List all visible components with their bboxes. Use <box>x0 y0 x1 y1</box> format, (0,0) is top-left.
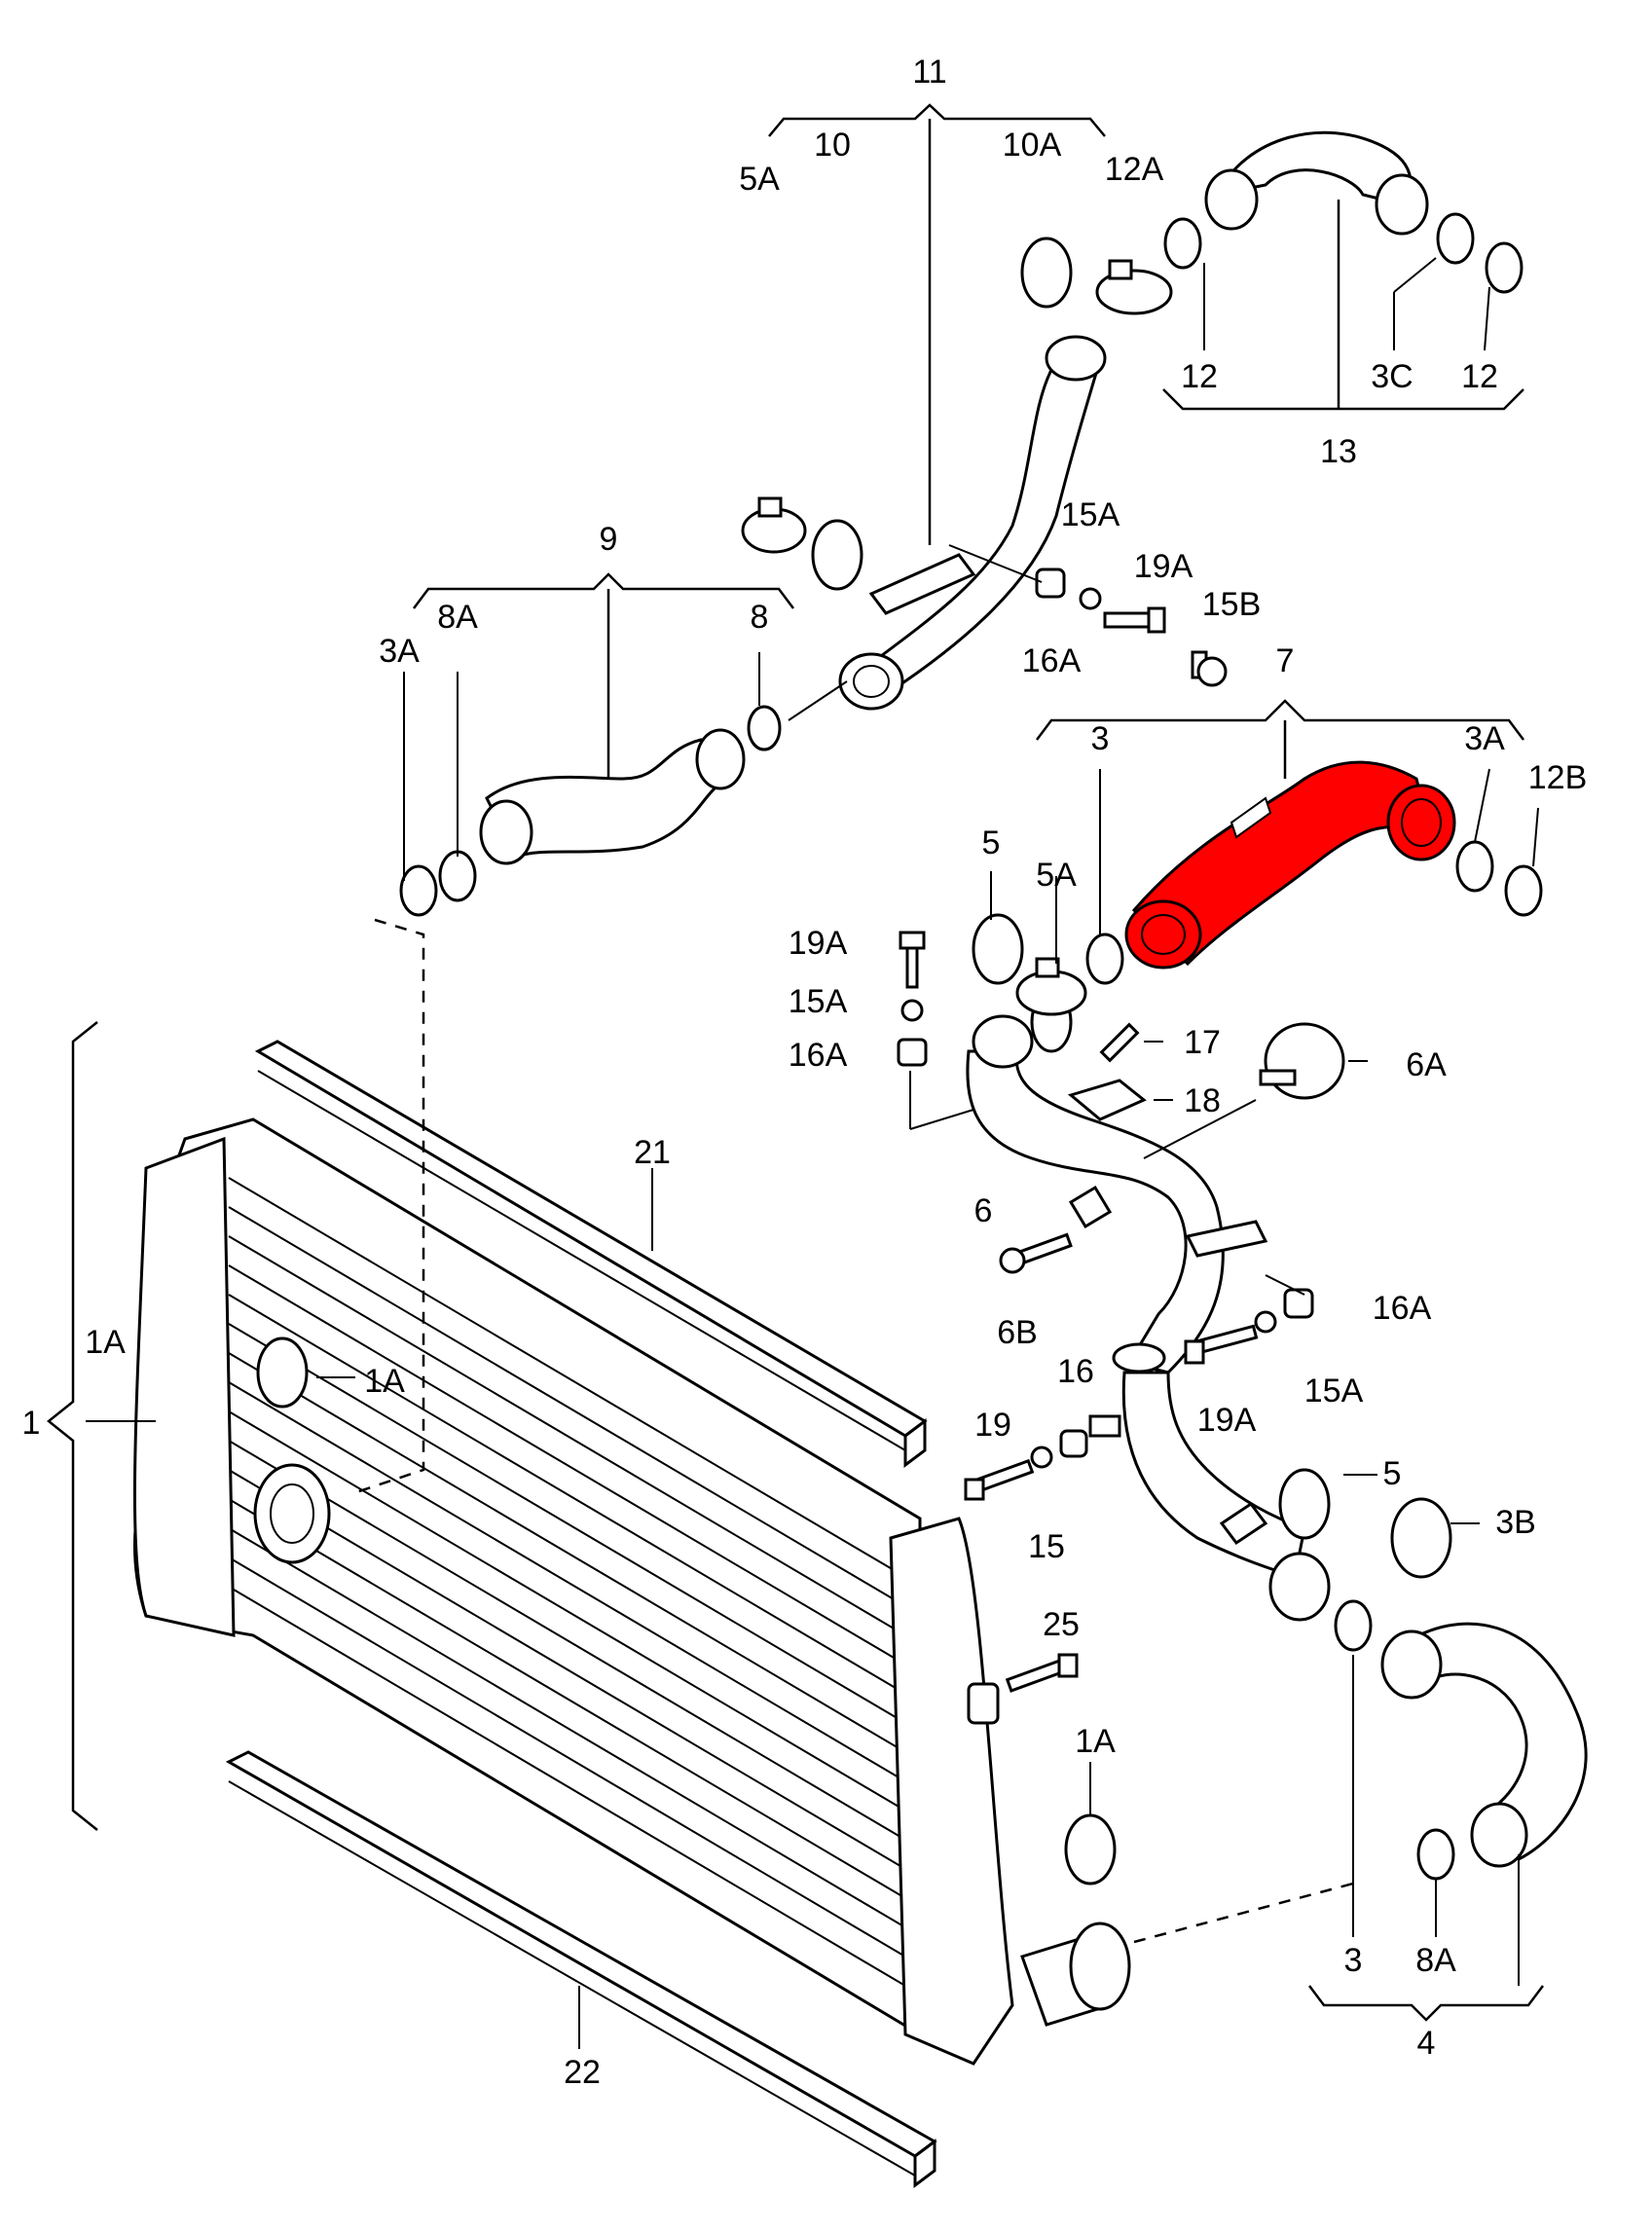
label-15B: 15B <box>1202 586 1262 623</box>
intercooler-1 <box>132 1117 1131 2066</box>
label-11: 11 <box>912 54 946 91</box>
label-3A-left: 3A <box>379 633 420 670</box>
label-15: 15 <box>1028 1528 1065 1565</box>
bracket-13 <box>1162 388 1524 411</box>
label-1A-low: 1A <box>1075 1723 1116 1760</box>
air-guide-21 <box>254 1040 928 1468</box>
label-16: 16 <box>1057 1353 1094 1390</box>
label-3A-right: 3A <box>1464 720 1505 757</box>
label-7: 7 <box>1276 642 1295 679</box>
screw-6B <box>999 1232 1073 1274</box>
fasteners-right <box>1184 1288 1314 1365</box>
label-8A-low: 8A <box>1415 1942 1456 1979</box>
clamp-3B <box>1390 1497 1452 1579</box>
hose-13 <box>1163 130 1524 294</box>
label-12A: 12A <box>1105 151 1164 188</box>
label-22: 22 <box>564 2054 601 2091</box>
seal-5-low <box>1278 1468 1331 1540</box>
label-8A-left: 8A <box>437 599 478 636</box>
seal-3A-right <box>1455 840 1494 893</box>
label-5A-mid: 5A <box>1036 857 1077 894</box>
label-19: 19 <box>974 1407 1011 1444</box>
label-16A-right: 16A <box>1373 1290 1432 1327</box>
seal-3-low <box>1334 1599 1373 1652</box>
label-3-mid: 3 <box>1091 720 1110 757</box>
hose-4 <box>1380 1622 1588 1881</box>
bracket-4 <box>1308 1985 1544 2022</box>
label-16A-top: 16A <box>1022 642 1082 679</box>
label-5: 5 <box>982 824 1001 861</box>
fasteners-16-19-15 <box>964 1414 1121 1501</box>
bolt-25 <box>1005 1653 1079 1693</box>
label-3C: 3C <box>1371 358 1413 395</box>
label-8-left: 8 <box>751 599 769 636</box>
label-6A: 6A <box>1406 1046 1447 1083</box>
dash-link-left <box>349 918 425 1496</box>
label-5-low: 5 <box>1383 1455 1402 1492</box>
label-17: 17 <box>1184 1024 1221 1061</box>
label-6: 6 <box>974 1192 993 1229</box>
label-12B: 12B <box>1528 759 1588 796</box>
label-10: 10 <box>814 127 851 164</box>
label-3-low: 3 <box>1344 1942 1363 1979</box>
label-19A-top: 19A <box>1134 548 1193 585</box>
fasteners-left <box>897 931 928 1067</box>
label-21: 21 <box>634 1134 671 1171</box>
label-6B: 6B <box>997 1314 1038 1351</box>
label-25: 25 <box>1043 1606 1080 1643</box>
fasteners-top <box>1035 567 1228 687</box>
label-15A-top: 15A <box>1061 496 1120 533</box>
clamp-12A <box>1095 259 1173 315</box>
clamp-5A-mid <box>1015 957 1087 1016</box>
dash-link-right <box>1133 1882 1354 1944</box>
seal-3-mid <box>1085 933 1124 985</box>
clamp-5A-top <box>741 496 807 554</box>
bracket-7 <box>1036 699 1524 741</box>
label-1A-side: 1A <box>85 1324 126 1361</box>
brace-1 <box>46 1021 98 1831</box>
seal-5 <box>972 913 1024 985</box>
label-4: 4 <box>1417 2025 1436 2062</box>
label-13: 13 <box>1320 433 1357 470</box>
label-19A-right: 19A <box>1197 1402 1257 1439</box>
label-3B: 3B <box>1495 1504 1536 1541</box>
cap-6A <box>1259 1022 1345 1100</box>
clip-18 <box>1067 1079 1147 1121</box>
label-9: 9 <box>600 521 618 558</box>
charge-air-hose-7-highlighted <box>1124 760 1456 970</box>
bracket-9 <box>413 572 794 609</box>
label-19A-left: 19A <box>789 925 848 962</box>
bracket-11 <box>768 103 1106 545</box>
screw-17 <box>1099 1022 1140 1063</box>
label-5A-top: 5A <box>739 161 780 198</box>
label-16A-left: 16A <box>789 1037 848 1074</box>
label-1: 1 <box>22 1405 41 1442</box>
seal-1A-low <box>1064 1813 1117 1885</box>
label-18: 18 <box>1184 1082 1221 1119</box>
hose-9 <box>399 705 782 917</box>
connector-hose <box>1112 1342 1331 1622</box>
charge-pipe-10 <box>838 335 1107 711</box>
seal-10A <box>1020 237 1073 309</box>
label-12-a: 12 <box>1181 358 1218 395</box>
seal-10 <box>811 519 863 591</box>
seal-12B <box>1504 864 1543 917</box>
label-10A: 10A <box>1003 127 1062 164</box>
label-15A-right: 15A <box>1304 1373 1364 1409</box>
label-12-b: 12 <box>1461 358 1498 395</box>
seal-1A-inner <box>256 1336 309 1409</box>
label-1A-inner: 1A <box>364 1363 405 1400</box>
label-15A-left: 15A <box>789 983 848 1020</box>
air-guide-22 <box>225 1750 937 2188</box>
